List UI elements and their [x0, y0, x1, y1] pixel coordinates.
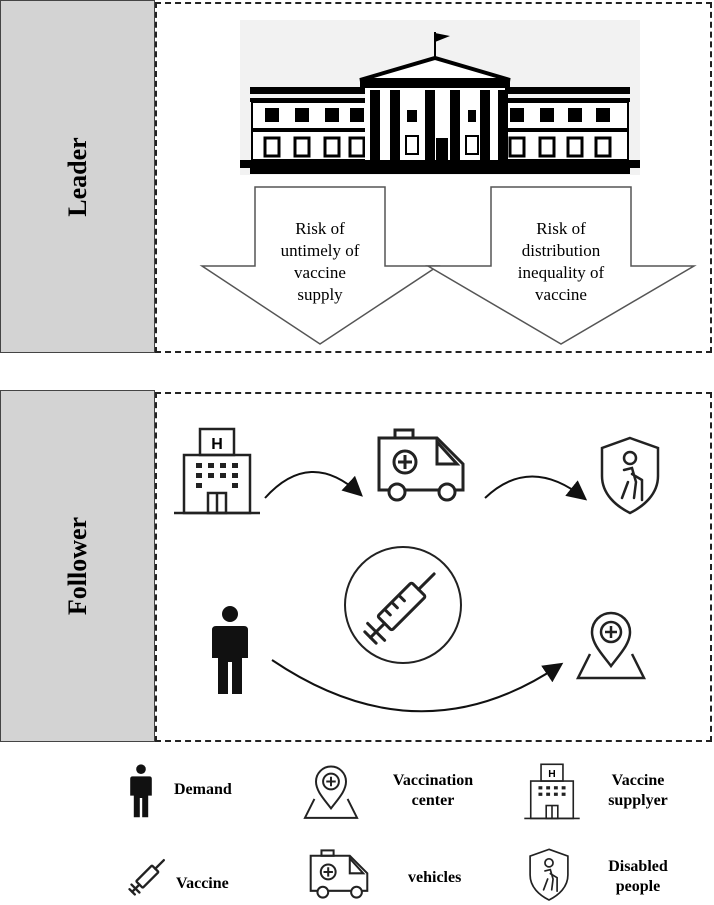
legend-hospital-icon: H [524, 763, 580, 820]
follower-side-panel: Follower [0, 390, 155, 742]
legend-disabled-people: Disabled people [608, 858, 668, 895]
legend-vehicles: vehicles [408, 869, 462, 886]
svg-text:H: H [211, 436, 223, 453]
disabled-person-shield-icon [600, 436, 660, 515]
leader-frame [155, 2, 712, 353]
location-pin-map-icon [575, 611, 647, 680]
legend-vaccination-center: Vaccination center [392, 772, 474, 809]
government-building-icon [240, 20, 640, 175]
follower-frame [155, 392, 712, 742]
risk-arrow-right [425, 186, 697, 345]
legend-vaccine: Vaccine [176, 875, 229, 892]
legend-disabled-person-shield-icon [529, 848, 569, 901]
legend-syringe-icon [128, 858, 166, 896]
legend-demand: Demand [174, 781, 232, 798]
syringe-icon [344, 546, 462, 664]
legend-location-pin-map-icon [303, 765, 359, 819]
svg-text:H: H [548, 769, 555, 780]
risk-right-text: Risk of distribution inequality of vacci… [517, 219, 605, 304]
legend-vaccine-supplyer: Vaccine supplyer [608, 772, 668, 809]
legend-ambulance-icon [309, 849, 369, 899]
hospital-icon: H [174, 427, 260, 515]
ambulance-icon [377, 428, 465, 502]
risk-arrow-left [199, 186, 441, 345]
risk-left-text: Risk of untimely of vaccine supply [280, 219, 360, 304]
person-icon [212, 606, 248, 694]
leader-side-panel: Leader [0, 0, 155, 353]
legend-person-icon [130, 764, 152, 818]
